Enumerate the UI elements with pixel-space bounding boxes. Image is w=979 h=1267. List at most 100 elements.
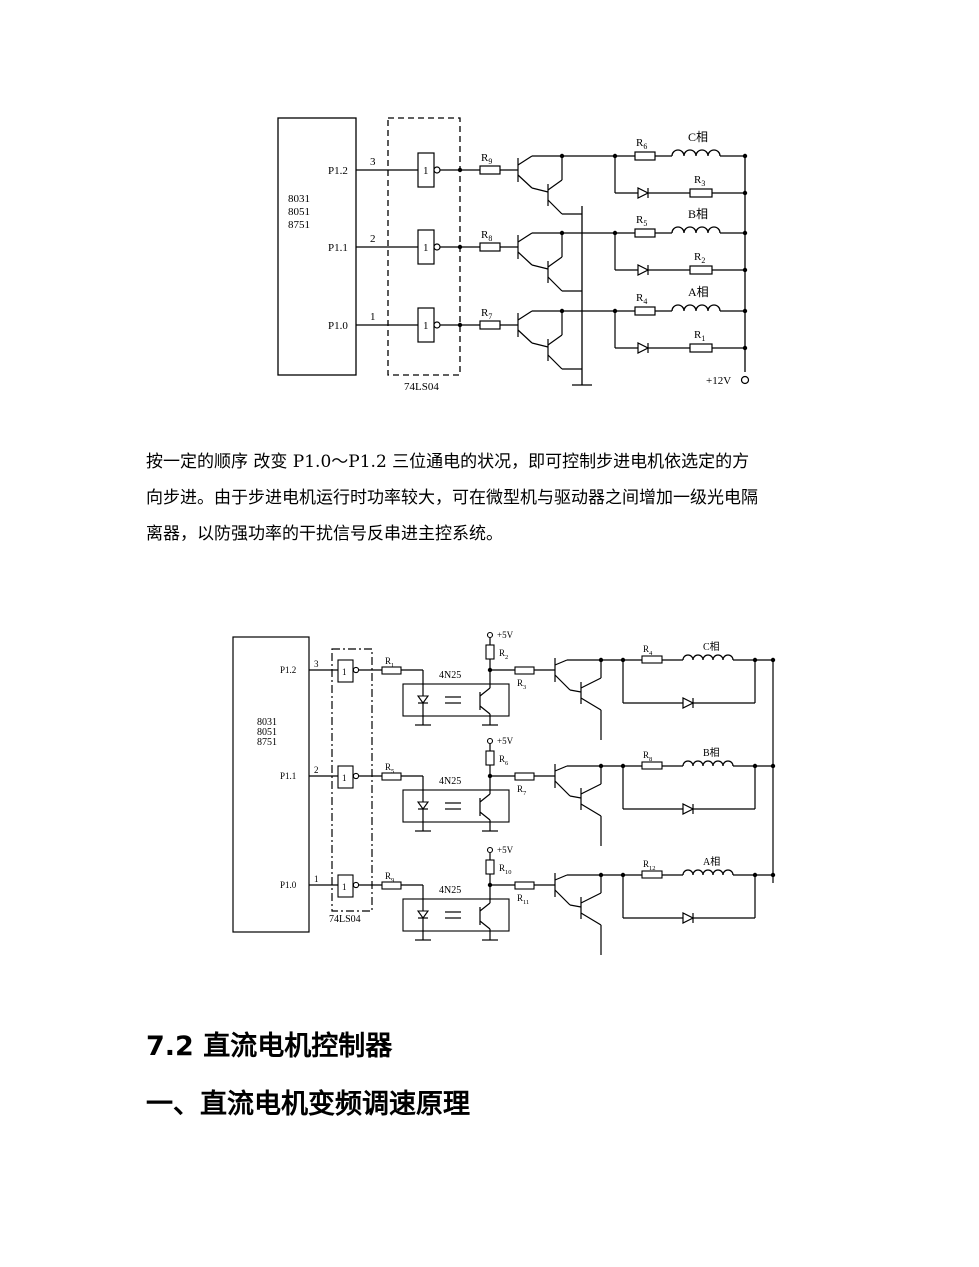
d2-vcc-terminal-3: [486, 846, 494, 854]
d2-opto-label-3: 4N25: [439, 885, 461, 896]
d2-vcc-label-1: +5V: [497, 630, 514, 640]
d1-node-2: [457, 244, 463, 250]
d1-base-resistor-3: [479, 320, 501, 330]
d1-rail-node-bottom-2: [742, 267, 748, 273]
d2-phase-label-1: C相: [703, 640, 720, 653]
d2-base-resistor-label-3: R11: [517, 893, 529, 906]
section-heading: 7.2 直流电机控制器: [146, 1024, 392, 1063]
d1-diode-resistor-1: [689, 188, 713, 198]
paragraph-line-3: 离器，以防强功率的干扰信号反串进主控系统。: [146, 524, 503, 544]
d1-coil-1: [671, 149, 721, 157]
d2-port-1: P1.2: [280, 665, 296, 675]
d1-rail-node-top-3: [742, 308, 748, 314]
d1-coil-3: [671, 304, 721, 312]
subsection-heading: 一、直流电机变频调速原理: [146, 1089, 470, 1120]
d2-phase-label-3: A相: [703, 855, 720, 868]
d1-collector-node-1: [559, 153, 565, 159]
d2-optocoupler-2: [402, 789, 510, 823]
stepper-driver-schematic: P1.231R9R6C相R3P1.121R8R5B相R2P1.011R7R4A相…: [277, 117, 750, 393]
mcu-label-1: 8031: [288, 193, 310, 205]
d1-phase-label-1: C相: [688, 130, 708, 144]
d2-coil-3: [682, 869, 734, 876]
d2-diode-3: [682, 912, 695, 924]
d1-rail-node-bottom-1: [742, 190, 748, 196]
d1-series-resistor-2: [634, 228, 656, 238]
d2-input-resistor-label-3: R9: [385, 871, 394, 884]
d2-vcc-label-3: +5V: [497, 845, 514, 855]
d2-input-resistor-label-2: R5: [385, 762, 394, 775]
d2-diode-1: [682, 697, 695, 709]
d1-diode-resistor-label-1: R3: [694, 174, 705, 188]
d2-pullup-resistor-2: [485, 750, 495, 766]
d1-port-2: P1.1: [328, 242, 348, 254]
d2-base-resistor-1: [514, 666, 535, 675]
chip-label: 74LS04: [404, 381, 439, 393]
d2-collector-node-1: [598, 657, 604, 663]
supply-label: +12V: [706, 375, 731, 387]
d2-collector-node-3: [598, 872, 604, 878]
d2-rail-node-2: [770, 763, 776, 769]
d2-gate-label-3: 1: [342, 882, 347, 892]
supply-terminal: [740, 375, 750, 385]
d1-diode-1: [637, 187, 650, 199]
d2-coil-resistor-3: [641, 870, 663, 879]
d2-coil-resistor-2: [641, 761, 663, 770]
section-title: 直流电机控制器: [203, 1031, 393, 1062]
d1-base-resistor-1: [479, 165, 501, 175]
d2-opto-label-1: 4N25: [439, 670, 461, 681]
d2-base-resistor-label-2: R7: [517, 784, 527, 797]
d1-pin-1: 3: [370, 156, 376, 168]
paragraph-line-2: 向步进。由于步进电机运行时功率较大，可在微型机与驱动器之间增加一级光电隔: [146, 488, 758, 508]
d2-bubble-2: [352, 772, 360, 780]
d2-optocoupler-3: [402, 898, 510, 932]
d1-series-resistor-1: [634, 151, 656, 161]
d2-opto-label-2: 4N25: [439, 776, 461, 787]
d2-led-3: [416, 910, 430, 919]
d1-rail-node-top-2: [742, 230, 748, 236]
d2-pullup-resistor-label-1: R2: [499, 648, 508, 661]
d1-bubble-3: [433, 321, 441, 329]
d2-base-resistor-label-1: R3: [517, 678, 526, 691]
d1-phase-label-2: B相: [688, 207, 708, 221]
mcu-label-2: 8051: [288, 206, 310, 218]
mcu2-label-3: 8751: [257, 737, 277, 748]
d1-rail-node-bottom-3: [742, 345, 748, 351]
d1-collector-node-2: [559, 230, 565, 236]
d2-port-2: P1.1: [280, 771, 296, 781]
d1-collector-node-3: [559, 308, 565, 314]
d1-series-resistor-3: [634, 306, 656, 316]
body-paragraph: 按一定的顺序 改变 P1.0～P1.2 三位通电的状况，即可控制步进电机依选定的…: [146, 444, 846, 552]
d1-pin-2: 2: [370, 233, 376, 245]
d2-collector-node-2: [598, 763, 604, 769]
d1-gate-label-1: 1: [423, 165, 429, 177]
d2-led-1: [416, 695, 430, 704]
d1-diode-resistor-3: [689, 343, 713, 353]
chip2-label: 74LS04: [329, 914, 361, 925]
d2-vcc-label-2: +5V: [497, 736, 514, 746]
d1-pin-3: 1: [370, 311, 376, 323]
d2-rail-node-1: [770, 657, 776, 663]
d1-diode-3: [637, 342, 650, 354]
d1-diode-resistor-label-2: R2: [694, 251, 705, 265]
d2-optocoupler-1: [402, 683, 510, 717]
d2-vcc-terminal-1: [486, 631, 494, 639]
mcu2-label-1: 8031: [257, 717, 277, 728]
d1-rail-node-top-1: [742, 153, 748, 159]
d2-port-3: P1.0: [280, 880, 297, 890]
d2-coil-2: [682, 760, 734, 767]
d1-base-resistor-label-1: R9: [481, 152, 492, 166]
d2-diode-2: [682, 803, 695, 815]
mcu-label-3: 8751: [288, 219, 310, 231]
d2-gate-label-1: 1: [342, 667, 347, 677]
d2-coil-resistor-label-1: R4: [643, 644, 653, 657]
d2-pullup-resistor-3: [485, 859, 495, 875]
d1-node-3: [457, 322, 463, 328]
d1-phase-label-3: A相: [688, 285, 709, 299]
d2-inverter-2: [337, 765, 354, 789]
d1-diode-resistor-label-3: R1: [694, 329, 705, 343]
d2-pullup-resistor-label-3: R10: [499, 863, 511, 876]
d2-coil-resistor-label-2: R8: [643, 750, 652, 763]
d2-rail-node-3: [770, 872, 776, 878]
d2-base-resistor-3: [514, 881, 535, 890]
d1-base-resistor-label-3: R7: [481, 307, 492, 321]
